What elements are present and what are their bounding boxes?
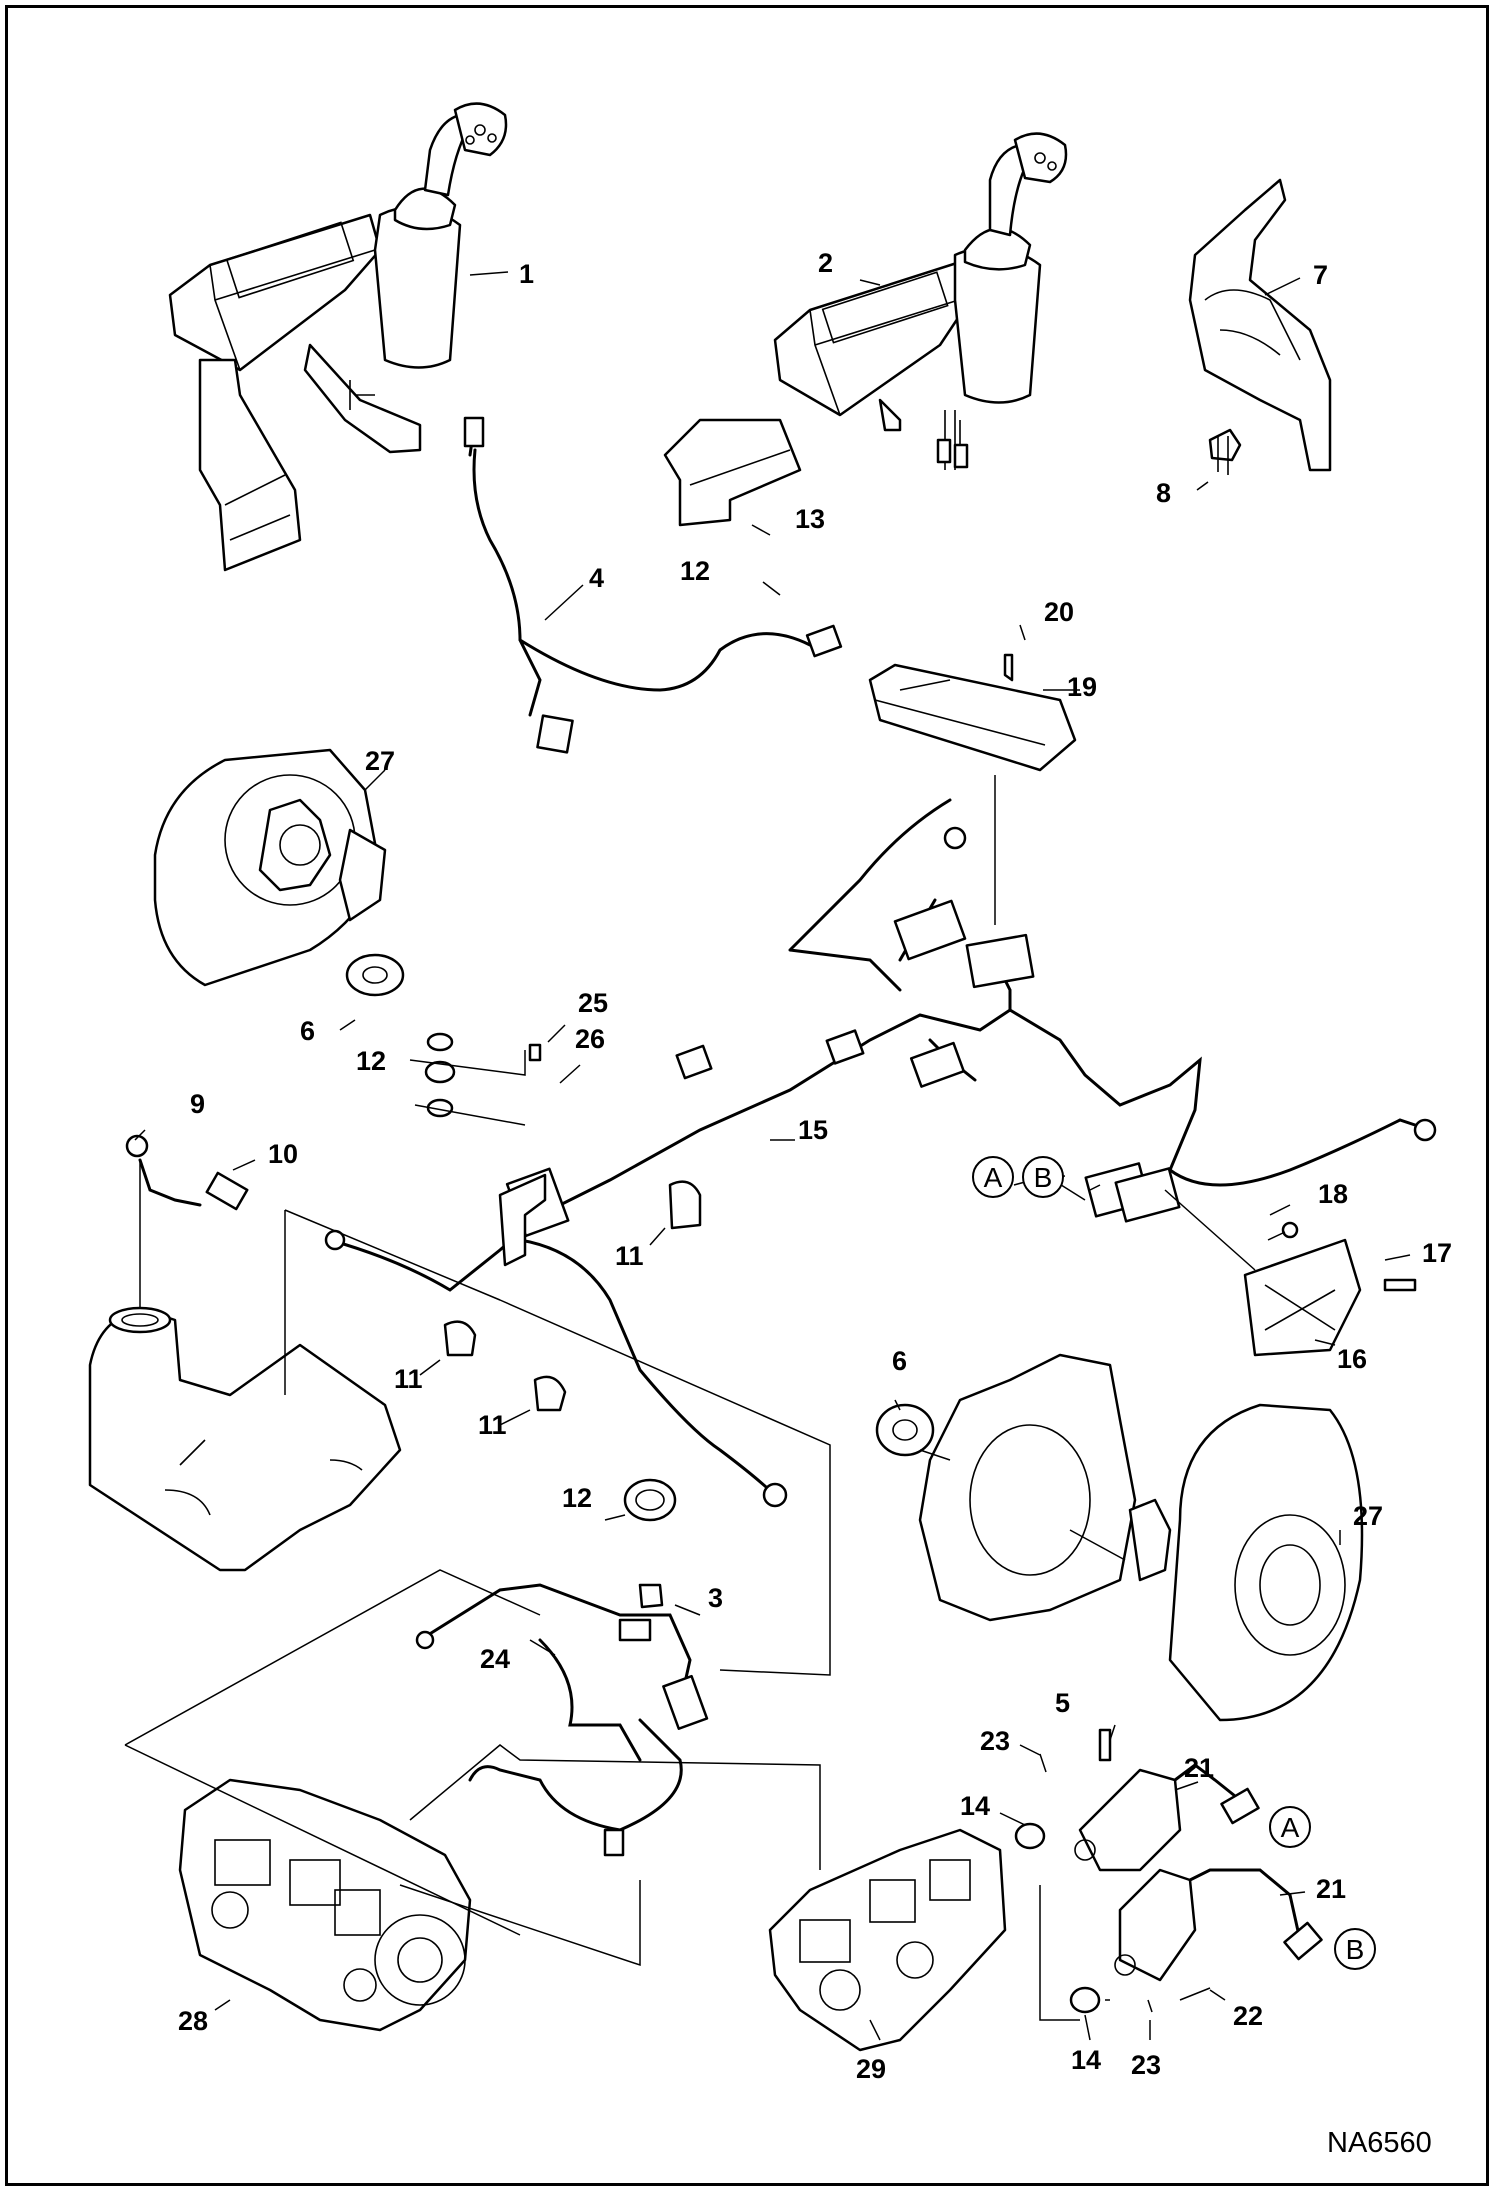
callout-4: 4	[589, 563, 604, 593]
callout-2: 2	[818, 248, 833, 278]
callout-19: 19	[1067, 672, 1097, 702]
controller-module	[868, 653, 1077, 925]
callout-29: 29	[856, 2054, 886, 2084]
sensor-9	[125, 1134, 249, 1355]
clips-11	[443, 1180, 702, 1412]
callout-23b: 23	[1131, 2050, 1161, 2080]
callout-leaders	[134, 271, 1411, 2041]
callout-17: 17	[1422, 1238, 1452, 1268]
callout-28: 28	[178, 2006, 208, 2036]
callout-6a: 6	[300, 1016, 315, 1046]
callout-23a: 23	[980, 1726, 1010, 1756]
solenoid-valve-21a	[1014, 1728, 1260, 1872]
callout-5: 5	[1055, 1688, 1070, 1718]
diagram-frame	[5, 5, 1489, 2186]
callout-3: 3	[708, 1583, 723, 1613]
left-joystick-assembly	[168, 102, 508, 572]
callout-16: 16	[1337, 1344, 1367, 1374]
solenoid-valve-21b	[1069, 1868, 1323, 2014]
callout-8: 8	[1156, 478, 1171, 508]
callout-11c: 11	[478, 1410, 507, 1440]
svg-text:A: A	[984, 1162, 1003, 1193]
connection-ref-b-harness: B	[1022, 1156, 1064, 1198]
valve-harness-24	[415, 1478, 709, 1857]
callout-11a: 11	[615, 1241, 644, 1271]
main-wiring-harness	[324, 798, 1437, 1508]
callout-24: 24	[480, 1644, 510, 1674]
mount-bracket-16	[1243, 1221, 1417, 1357]
drawing-code: NA6560	[1327, 2127, 1432, 2159]
connection-ref-a-harness: A	[972, 1156, 1014, 1198]
callout-22: 22	[1233, 2001, 1263, 2031]
callout-21b: 21	[1316, 1874, 1346, 1904]
callout-labels: 1 2 3 4 5 6 6 7 8 9 10 11 11 11 12 12 12…	[178, 248, 1452, 2084]
callout-11b: 11	[394, 1364, 423, 1394]
callout-12c: 12	[562, 1483, 592, 1513]
callout-1: 1	[519, 259, 534, 289]
callout-14b: 14	[1071, 2045, 1101, 2075]
callout-9: 9	[190, 1089, 205, 1119]
callout-14a: 14	[960, 1791, 990, 1821]
frame-bracket-left	[88, 1306, 402, 1572]
joystick-harness	[463, 416, 843, 754]
callout-21a: 21	[1184, 1753, 1214, 1783]
svg-text:B: B	[1034, 1162, 1053, 1193]
callout-27a: 27	[365, 746, 395, 776]
connection-ref-a-solenoid: A	[1269, 1806, 1311, 1848]
callout-20: 20	[1044, 597, 1074, 627]
side-panel-assembly	[1188, 178, 1332, 475]
callout-12a: 12	[680, 556, 710, 586]
pump-29	[768, 1828, 1007, 2052]
callout-26: 26	[575, 1024, 605, 1054]
callout-15: 15	[798, 1115, 828, 1145]
bracket-26	[424, 1032, 547, 1267]
callout-13: 13	[795, 504, 825, 534]
svg-text:A: A	[1281, 1812, 1300, 1843]
callout-27b: 27	[1353, 1501, 1383, 1531]
hydrostatic-pump-28	[178, 1778, 472, 2032]
gasket-and-drive-lower	[875, 1353, 1364, 1722]
assembly-lines	[124, 1050, 1286, 2021]
callout-12b: 12	[356, 1046, 386, 1076]
connection-ref-b-solenoid: B	[1334, 1928, 1376, 1970]
callout-6b: 6	[892, 1346, 907, 1376]
callout-7: 7	[1313, 260, 1328, 290]
right-joystick-assembly	[663, 132, 1068, 527]
callout-10: 10	[268, 1139, 298, 1169]
final-drive-housing-upper	[153, 748, 405, 997]
callout-25: 25	[578, 988, 608, 1018]
callout-18: 18	[1318, 1179, 1348, 1209]
svg-text:B: B	[1346, 1934, 1365, 1965]
